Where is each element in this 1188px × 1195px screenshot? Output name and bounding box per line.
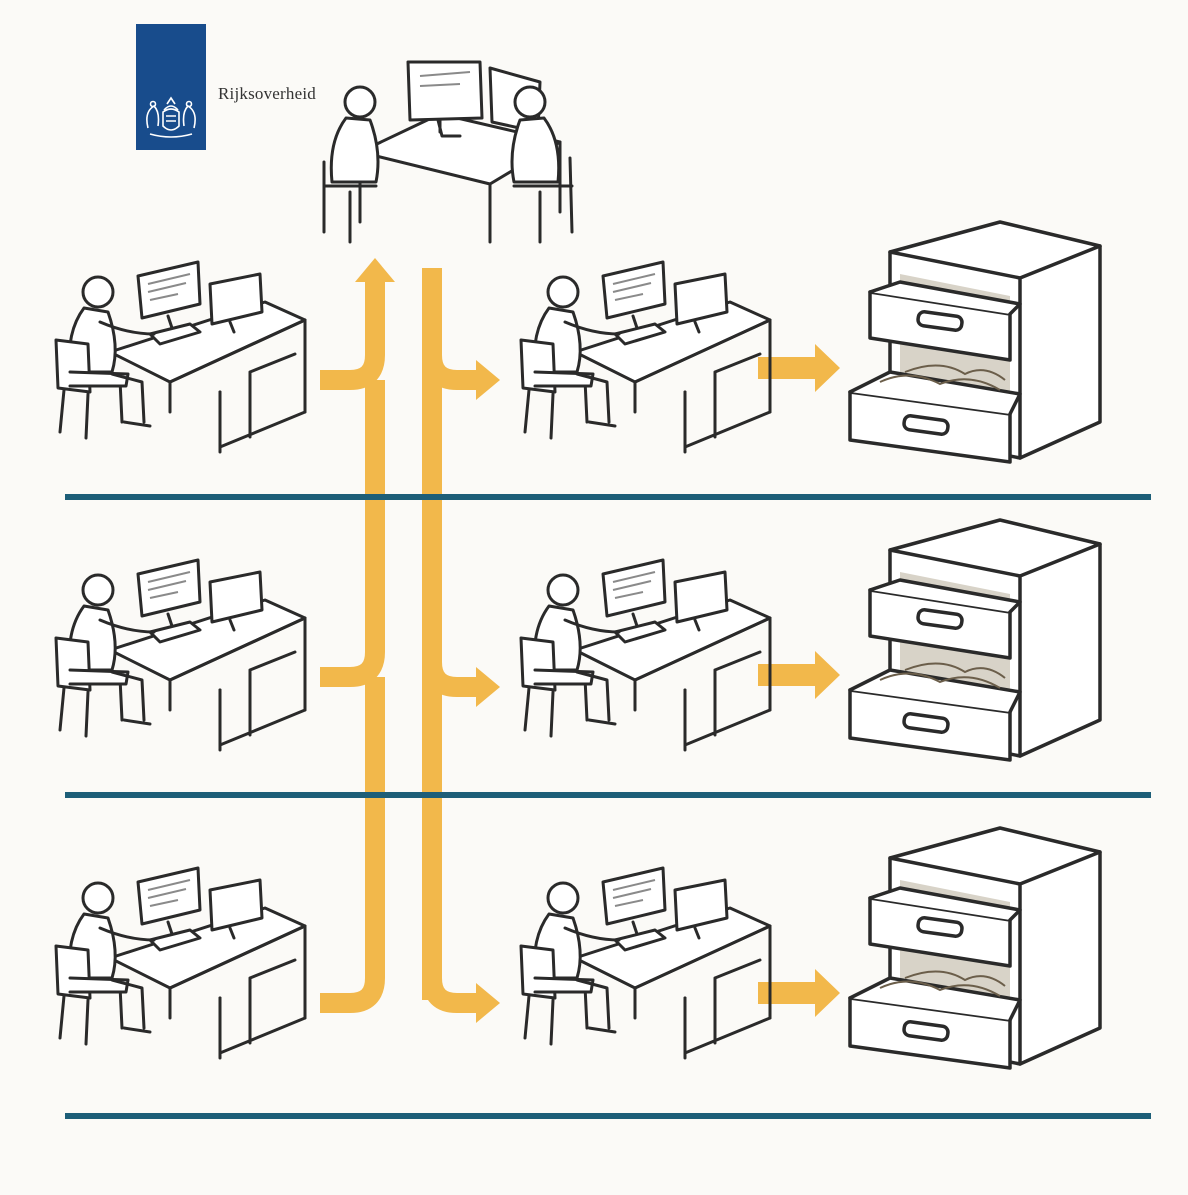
central-office-icon [322,60,574,244]
filing-cabinet-row-3 [848,826,1102,1070]
right-workstation-row-1 [519,260,772,454]
row-divider-1 [65,494,1151,500]
left-workstation-row-2 [54,558,307,752]
up-arrowhead [355,258,395,282]
right-arrowhead-row-3 [476,983,500,1023]
right-workstation-row-3 [519,866,772,1060]
filing-cabinet-row-1 [848,220,1102,464]
row-divider-3 [65,1113,1151,1119]
dutch-coat-of-arms-icon [146,96,196,138]
archive-arrow-row-2 [758,651,840,699]
left-workstation-row-1 [54,260,307,454]
right-workstation-row-2 [519,558,772,752]
filing-cabinet-row-2 [848,518,1102,762]
right-arrowhead-row-1 [476,360,500,400]
bracket-row-3 [320,677,385,1013]
logo-wordmark: Rijksoverheid [218,84,316,103]
bracket-row-1 [320,280,385,390]
row-divider-2 [65,792,1151,798]
archive-arrow-row-3 [758,969,840,1017]
branch-row-1 [422,354,478,390]
branch-row-2 [422,661,478,697]
bracket-row-2 [320,380,385,687]
archive-arrow-row-1 [758,344,840,392]
left-workstation-row-3 [54,866,307,1060]
right-arrowhead-row-2 [476,667,500,707]
branch-row-3 [422,977,478,1013]
logo-box [136,24,206,150]
